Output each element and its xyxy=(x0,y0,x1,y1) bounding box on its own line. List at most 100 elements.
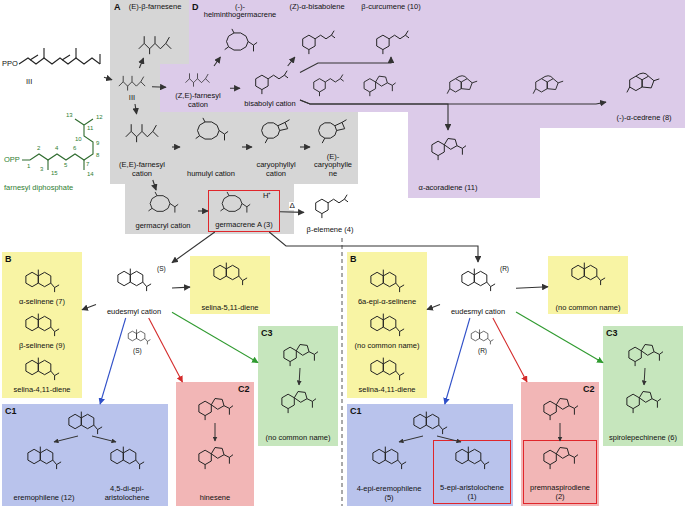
atom-number: 10 xyxy=(75,136,82,142)
compound-name: selina-5,11-diene xyxy=(202,304,259,312)
bond-line xyxy=(30,48,100,64)
compound-name: hinesene xyxy=(200,494,230,502)
reaction-arrow xyxy=(300,100,606,104)
compound-name: (E,E)-farnesyl cation xyxy=(114,161,170,178)
molecule-structure xyxy=(627,392,661,414)
compound-name: caryophyllyl cation xyxy=(254,161,298,178)
molecule-structure xyxy=(128,329,150,344)
molecule-structure xyxy=(26,358,59,381)
compound-box: (E,E)-farnesyl cation xyxy=(112,114,172,180)
reaction-arrow xyxy=(82,305,96,310)
molecule-structure xyxy=(456,447,489,470)
molecule-structure xyxy=(316,195,348,218)
compound-box: 5-epi-aristolochene (1) xyxy=(433,440,511,504)
bond-line xyxy=(48,119,84,170)
reaction-arrow xyxy=(149,318,183,382)
molecule-structure xyxy=(26,270,59,293)
atom-number: 8 xyxy=(96,152,99,158)
molecule-structure xyxy=(199,399,233,421)
compound-box: selina-5,11-diene xyxy=(190,256,270,314)
compound-name: α-selinene (7) xyxy=(19,298,65,306)
molecule-structure xyxy=(284,345,318,367)
molecule-structure xyxy=(256,71,288,94)
molecule-structure xyxy=(629,345,663,367)
stereo-label: H⁺ xyxy=(263,192,271,200)
reaction-arrow xyxy=(135,104,137,114)
reaction-arrow xyxy=(172,287,190,289)
compound-box: premnaspirodiene (2) xyxy=(523,440,597,504)
structure-label: farnesyl diphosphate xyxy=(4,184,73,192)
compound-box: selina-4,11-diene xyxy=(4,352,80,396)
structure-label: OPP xyxy=(4,156,20,164)
compound-name: 4,5-di-epi-aristolochene xyxy=(90,485,164,502)
atom-number: 4 xyxy=(55,145,58,151)
group-label: B xyxy=(5,254,12,264)
compound-name: III xyxy=(129,94,135,102)
compound-name: eremophilene (12) xyxy=(14,494,75,502)
molecule-structure xyxy=(282,392,316,414)
bond-line xyxy=(215,423,216,441)
molecule-structure xyxy=(319,120,347,143)
edge-label: Δ xyxy=(289,202,296,210)
group-box: C14-epi-eremophilene (5)5-epi-aristoloch… xyxy=(347,404,513,506)
molecule-structure xyxy=(214,263,247,286)
bond-line xyxy=(54,368,645,442)
compound-name: (no common name) xyxy=(555,304,620,312)
molecule-structure xyxy=(471,329,493,344)
compound-name: (-)-α-cedrene (8) xyxy=(616,114,671,122)
reaction-arrow xyxy=(280,211,304,213)
compound-name: (E)-caryophyllene xyxy=(312,153,354,178)
compound-name: (no common name) xyxy=(354,342,419,350)
group-box: Bα-selinene (7)β-selinene (9)selina-4,11… xyxy=(2,252,82,398)
compound-box: bisabolyl cation xyxy=(240,66,300,110)
group-box: C3spirolepechinene (6) xyxy=(603,326,683,446)
compound-name: 4-epi-eremophilene (5) xyxy=(353,485,425,502)
atom-number: 3 xyxy=(40,166,43,172)
group-label: A xyxy=(114,2,121,12)
group-label: B xyxy=(350,254,357,264)
group-label: C1 xyxy=(5,406,17,416)
atom-number: 5 xyxy=(64,162,67,168)
compound-name: α-acoradiene (11) xyxy=(419,184,478,192)
compound-box: 6a-epi-α-selinene xyxy=(349,264,425,308)
reaction-arrow xyxy=(242,146,252,147)
compound-box: caryophyllyl cation xyxy=(252,114,300,180)
bond-line xyxy=(342,238,343,506)
compound-name: (E)-β-farnesene xyxy=(129,3,182,11)
bond-line xyxy=(54,436,78,442)
molecule-structure xyxy=(225,29,257,52)
bond-line xyxy=(399,436,423,442)
molecule-structure xyxy=(28,447,61,470)
molecule-structure xyxy=(262,120,290,143)
molecule-structure xyxy=(432,139,466,161)
molecule-structure xyxy=(314,75,344,97)
molecule-structure xyxy=(572,263,605,286)
molecule-structure xyxy=(447,76,477,94)
reaction-arrow xyxy=(300,146,310,147)
reaction-arrow xyxy=(516,312,603,363)
molecule-structure xyxy=(186,73,210,86)
group-box: C3(no common name) xyxy=(258,326,338,446)
molecule-structure xyxy=(139,36,171,54)
stereo-label: (R) xyxy=(478,348,487,355)
compound-box: hinesene xyxy=(178,440,252,504)
compound-box: α-acoradiene (11) xyxy=(412,130,484,194)
compound-name: eudesmyl cation xyxy=(107,308,161,316)
compound-box: (-)-α-cedrene (8) xyxy=(606,66,682,124)
reaction-arrow xyxy=(153,180,156,190)
panel-fill xyxy=(160,0,685,198)
compound-name: β-curcumene (10) xyxy=(361,3,420,11)
atom-number: 13 xyxy=(66,112,73,118)
compound-name: bisabolyl cation xyxy=(244,100,295,108)
structure-label: III xyxy=(26,78,32,86)
atom-number: 15 xyxy=(51,170,58,176)
compound-box: β-elemene (4) xyxy=(304,190,356,236)
atom-number: 6 xyxy=(73,145,76,151)
group-box: D(-)-helminthogermacrene(Z)-α-bisabolene… xyxy=(160,0,685,198)
compound-name: humulyl cation xyxy=(187,170,235,178)
compound-name: eudesmyl cation xyxy=(451,308,505,316)
atom-number: 11 xyxy=(87,125,93,131)
